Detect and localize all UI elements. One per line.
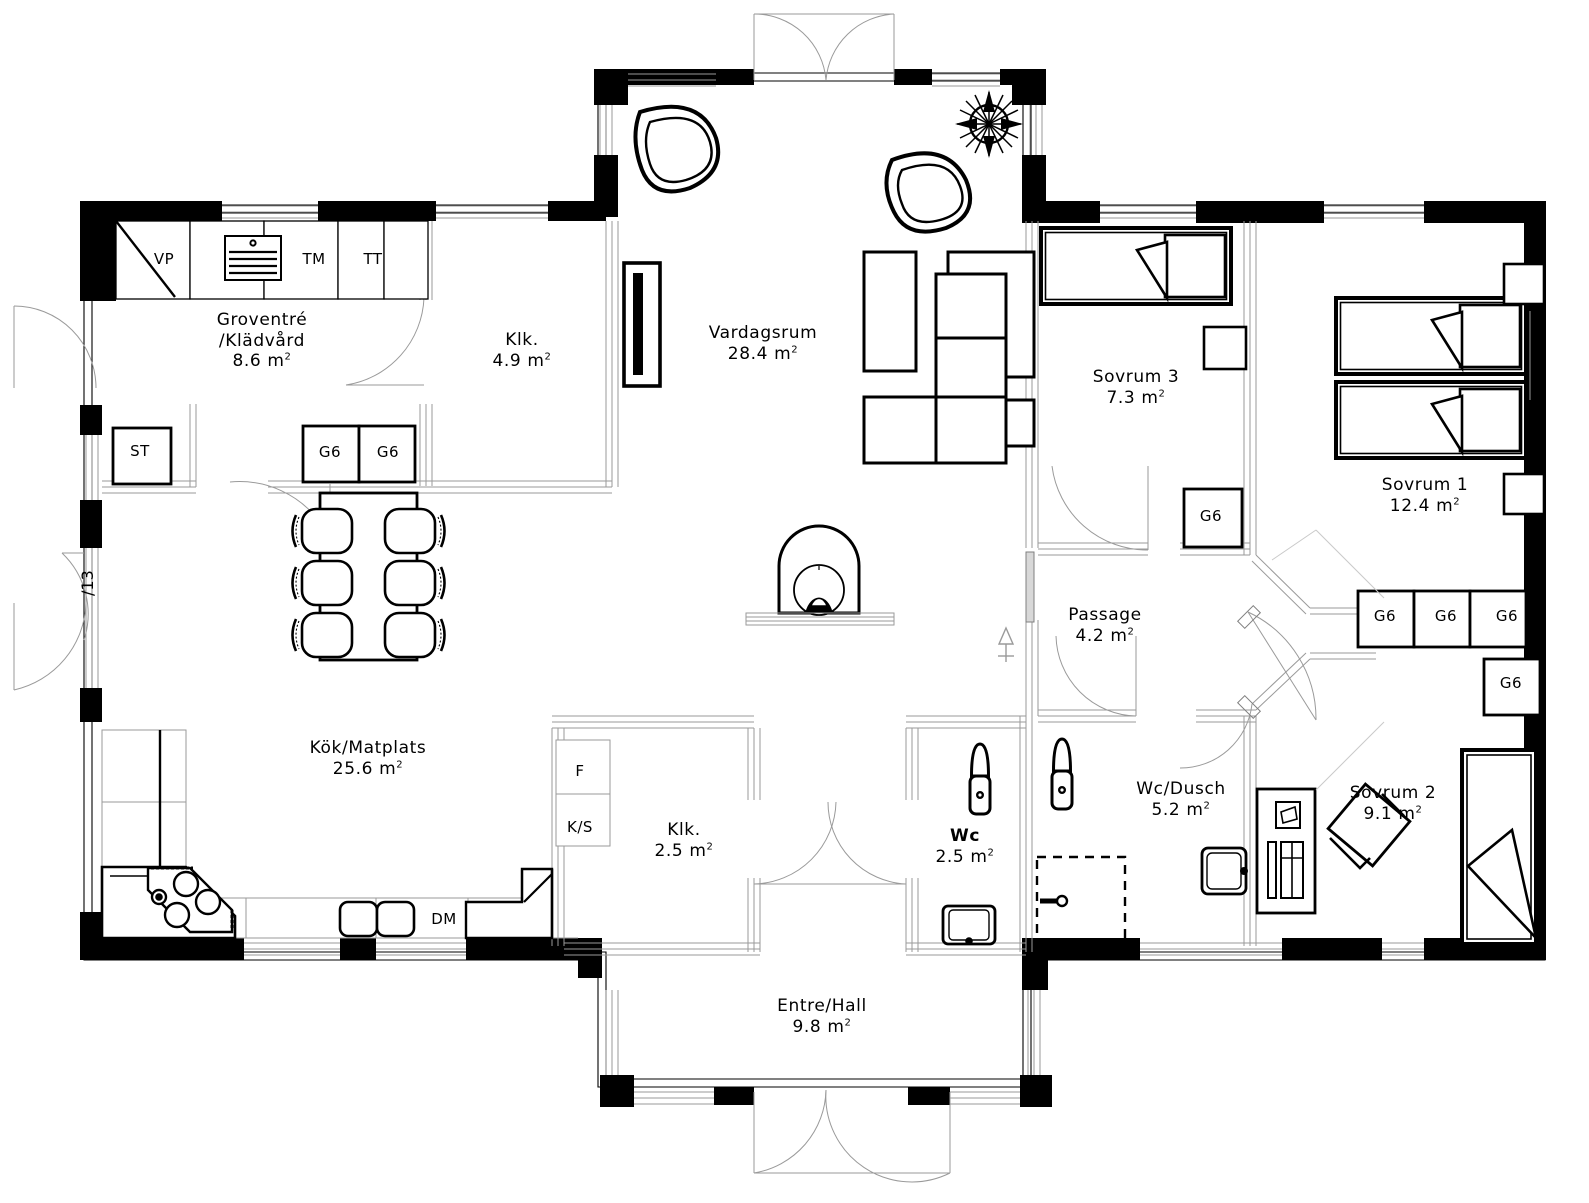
- room-name: Groventré: [216, 310, 308, 330]
- storage-cabinet-st: [111, 426, 173, 486]
- shower-enclosure: [1035, 855, 1127, 953]
- double-sink: [338, 900, 416, 938]
- toilet-wcdusch: [1050, 737, 1074, 811]
- nightstand-sovrum1-top: [1502, 262, 1546, 306]
- dining-chair: [383, 611, 446, 659]
- tag-tt: TT: [363, 250, 383, 268]
- potted-plant-icon: [955, 90, 1023, 158]
- room-label-wc: Wc 2.5 m2: [905, 826, 1025, 867]
- tag-g6-sovrum1-a: G6: [1373, 607, 1397, 625]
- tag-f: F: [575, 762, 585, 780]
- washbasin-wcdusch: [1200, 846, 1249, 896]
- room-name: Wc: [949, 826, 981, 846]
- room-name: Klk.: [505, 330, 539, 350]
- room-name: Klk.: [667, 820, 701, 840]
- tag-g6-passage: G6: [1199, 507, 1223, 525]
- room-name: Sovrum 2: [1349, 783, 1437, 803]
- pantry-step-unit: [464, 867, 554, 940]
- cooktop-icon: [146, 866, 234, 934]
- room-name: Sovrum 1: [1381, 475, 1469, 495]
- wardrobes-g6-sovrum1: [1356, 589, 1542, 717]
- laundry-cabinet-row: [115, 220, 429, 300]
- room-label-sovrum1: Sovrum 1 12.4 m2: [1345, 475, 1505, 516]
- room-area: 8.6 m2: [232, 351, 292, 372]
- room-area: 2.5 m2: [654, 840, 714, 861]
- bed-sovrum2: [1460, 748, 1539, 946]
- room-name: Vardagsrum: [708, 323, 818, 343]
- tall-appliance-units: [555, 739, 611, 847]
- room-name: Wc/Dusch: [1136, 779, 1226, 799]
- room-label-sovrum2: Sovrum 2 9.1 m2: [1313, 783, 1473, 824]
- room-name-second-line: /Klädvård: [218, 330, 306, 351]
- room-label-entrehall: Entre/Hall 9.8 m2: [732, 996, 912, 1037]
- fireplace: [777, 524, 861, 616]
- fireplace-hearth: [745, 612, 895, 626]
- door-leaves: [1025, 551, 1262, 720]
- room-label-groventre: Groventré /Klädvård 8.6 m2: [182, 310, 342, 372]
- dining-chair: [383, 559, 446, 607]
- dining-chair: [291, 507, 354, 555]
- room-name: Sovrum 3: [1092, 367, 1180, 387]
- dining-chair: [291, 559, 354, 607]
- desk-chair-sovrum2: [1326, 782, 1412, 870]
- washbasin-wc: [941, 904, 997, 946]
- tag-dm: DM: [431, 910, 457, 928]
- room-label-kok: Kök/Matplats 25.6 m2: [278, 738, 458, 779]
- room-label-wcdusch: Wc/Dusch 5.2 m2: [1101, 779, 1261, 820]
- tag-ks: K/S: [567, 818, 593, 836]
- room-area: 9.1 m2: [1363, 803, 1423, 824]
- windows: [85, 73, 1531, 1105]
- room-name: Passage: [1068, 605, 1142, 625]
- room-area: 4.2 m2: [1075, 625, 1135, 646]
- dining-set: [291, 491, 446, 662]
- room-name: Kök/Matplats: [309, 738, 427, 758]
- room-label-klk-bottom: Klk. 2.5 m2: [614, 820, 754, 861]
- armchair: [633, 104, 721, 194]
- room-area: 12.4 m2: [1389, 495, 1461, 516]
- door-swing-guides: [1271, 529, 1385, 791]
- room-area: 2.5 m2: [935, 846, 995, 867]
- room-area: 9.8 m2: [792, 1016, 852, 1037]
- room-area: 7.3 m2: [1106, 387, 1166, 408]
- room-label-passage: Passage 4.2 m2: [1030, 605, 1180, 646]
- wardrobe-g6-passage: [1182, 487, 1244, 549]
- tag-g6-kitchen-a: G6: [318, 443, 342, 461]
- room-area: 25.6 m2: [332, 758, 404, 779]
- dining-chair: [383, 507, 446, 555]
- north-arrow-icon: [997, 626, 1015, 662]
- bed-sovrum1-a: [1334, 296, 1528, 376]
- laundry-sink-unit: [224, 235, 282, 281]
- tag-g6-sovrum1-c: G6: [1495, 607, 1519, 625]
- tag-st: ST: [130, 442, 150, 460]
- tag-tm: TM: [302, 250, 326, 268]
- nightstand-sovrum3: [1202, 325, 1248, 371]
- dining-chair: [291, 611, 354, 659]
- sectional-sofa: [862, 250, 1036, 465]
- armchair: [884, 151, 972, 234]
- nightstand-sovrum1-bot: [1502, 472, 1546, 516]
- room-label-vardagsrum: Vardagsrum 28.4 m2: [673, 323, 853, 364]
- toilet-wc: [968, 742, 992, 816]
- bed-sovrum1-b: [1334, 380, 1528, 460]
- edge-marker: /13: [78, 570, 97, 596]
- room-area: 5.2 m2: [1151, 799, 1211, 820]
- room-label-klk-top: Klk. 4.9 m2: [452, 330, 592, 371]
- tag-vp: VP: [153, 250, 175, 268]
- room-label-sovrum3: Sovrum 3 7.3 m2: [1056, 367, 1216, 408]
- room-area: 28.4 m2: [727, 343, 799, 364]
- tag-g6-sovrum1-b: G6: [1434, 607, 1458, 625]
- wardrobes-g6-kitchen: [301, 424, 417, 484]
- room-name: Entre/Hall: [777, 996, 867, 1016]
- bed-sovrum3: [1039, 226, 1233, 306]
- desk-sovrum2: [1255, 787, 1317, 915]
- tag-g6-kitchen-b: G6: [376, 443, 400, 461]
- room-area: 4.9 m2: [492, 350, 552, 371]
- tv-media-cabinet: [622, 261, 662, 388]
- tag-g6-sovrum1-d: G6: [1499, 674, 1523, 692]
